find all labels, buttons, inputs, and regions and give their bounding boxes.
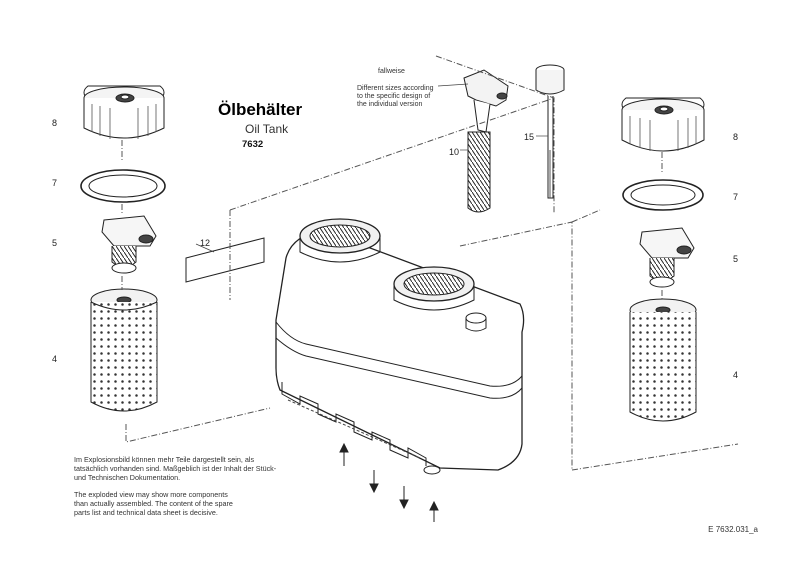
callout-filter-right: 4 bbox=[733, 370, 739, 380]
callout-gasket-right: 7 bbox=[733, 192, 739, 202]
note-de-line-2: tatsächlich vorhanden sind. Maßgeblich i… bbox=[74, 464, 277, 473]
filter-left bbox=[90, 288, 158, 412]
callout-valve-left: 5 bbox=[52, 238, 58, 248]
note-en-line-3: parts list and technical data sheet is d… bbox=[74, 508, 218, 517]
leader-lines bbox=[195, 83, 548, 253]
gasket-left bbox=[80, 169, 166, 203]
diagram-title: Ölbehälter bbox=[218, 100, 303, 119]
callout-cap-left: 8 bbox=[52, 118, 58, 128]
oil-cap-left bbox=[83, 85, 165, 139]
valve-right bbox=[639, 227, 695, 288]
dipstick-cap bbox=[463, 69, 509, 213]
oil-tank-body bbox=[275, 218, 525, 475]
assembly-frame bbox=[121, 55, 739, 471]
callout-dipstick: 15 bbox=[524, 132, 535, 142]
dipstick bbox=[535, 64, 565, 199]
diagram-subtitle: Oil Tank bbox=[245, 122, 289, 136]
diagram-part-number: 7632 bbox=[242, 139, 264, 150]
gasket-right bbox=[622, 179, 704, 211]
note-en-line-1: The exploded view may show more componen… bbox=[74, 490, 228, 499]
oil-cap-right bbox=[621, 97, 705, 152]
drawing-reference: E 7632.031_a bbox=[708, 525, 758, 534]
optional-note-label: fallweise bbox=[378, 68, 405, 75]
note-en-line-2: than actually assembled. The content of … bbox=[74, 499, 233, 508]
callout-gasket-left: 7 bbox=[52, 178, 58, 188]
optional-note-line-1: Different sizes according bbox=[357, 85, 434, 92]
valve-left bbox=[101, 215, 157, 274]
callout-filter-left: 4 bbox=[52, 354, 58, 364]
filter-right bbox=[629, 298, 697, 422]
callout-valve-right: 5 bbox=[733, 254, 739, 264]
note-de-line-3: und Technischen Dokumentation. bbox=[74, 473, 181, 482]
label-plate bbox=[185, 237, 265, 283]
optional-note-line-3: the individual version bbox=[357, 101, 423, 108]
callout-label-plate: 12 bbox=[200, 238, 211, 248]
callout-cap-right: 8 bbox=[733, 132, 739, 142]
note-de-line-1: Im Explosionsbild können mehr Teile darg… bbox=[74, 455, 255, 464]
callout-dipstick-cap: 10 bbox=[449, 147, 460, 157]
optional-note-line-2: to the specific design of bbox=[357, 93, 431, 100]
mounting-arrows bbox=[339, 442, 439, 522]
